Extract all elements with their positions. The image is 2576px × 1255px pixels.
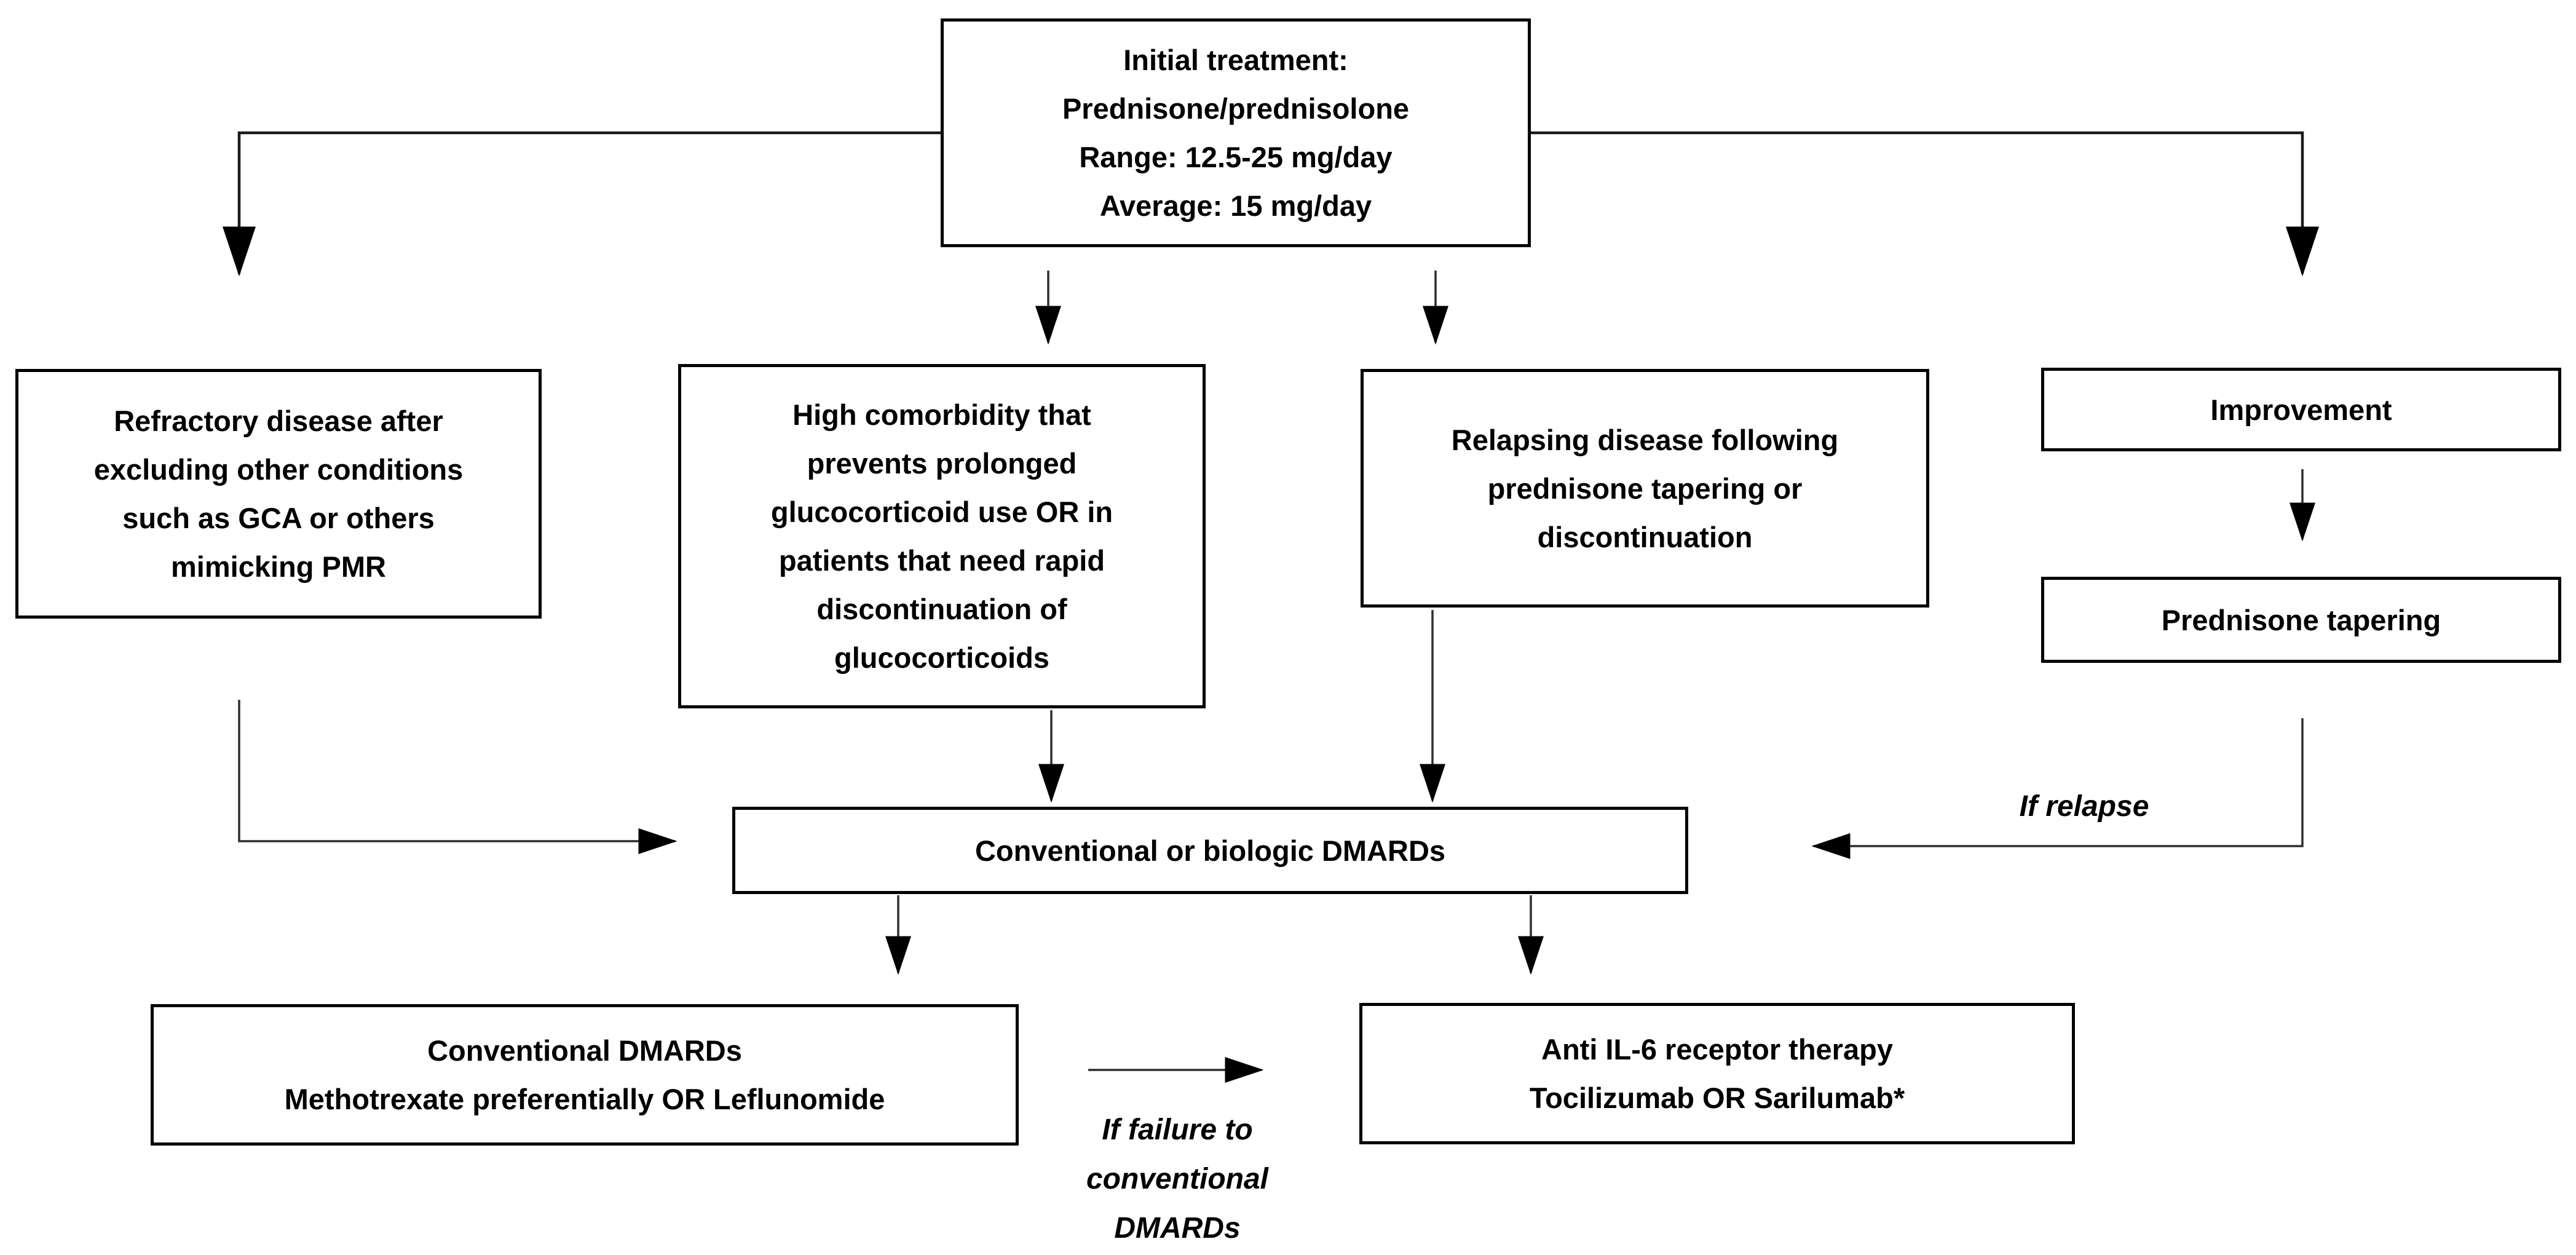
arrow-initial-to-improvement [1530,131,2319,277]
node-anti-il6-therapy: Anti IL-6 receptor therapy Tocilizumab O… [1359,1003,2075,1144]
node-relapsing-disease: Relapsing disease following prednisone t… [1361,369,1929,608]
node-refractory-disease: Refractory disease after excluding other… [15,369,542,619]
arrow-refractory-to-dmards [238,700,678,854]
arrow-initial-to-refractory [223,131,942,277]
node-conventional-dmards: Conventional DMARDs Methotrexate prefere… [151,1004,1019,1146]
node-high-comorbidity: High comorbidity that prevents prolonged… [678,364,1206,708]
edge-label-if-relapse: If relapse [2019,790,2149,823]
node-improvement: Improvement [2041,368,2561,451]
edge-label-if-failure: If failure to conventional DMARDs [1086,1114,1269,1245]
node-initial-treatment: Initial treatment: Prednisone/prednisolo… [941,18,1531,247]
node-conventional-or-biologic-dmards: Conventional or biologic DMARDs [732,807,1688,894]
node-prednisone-tapering: Prednisone tapering [2041,577,2561,663]
